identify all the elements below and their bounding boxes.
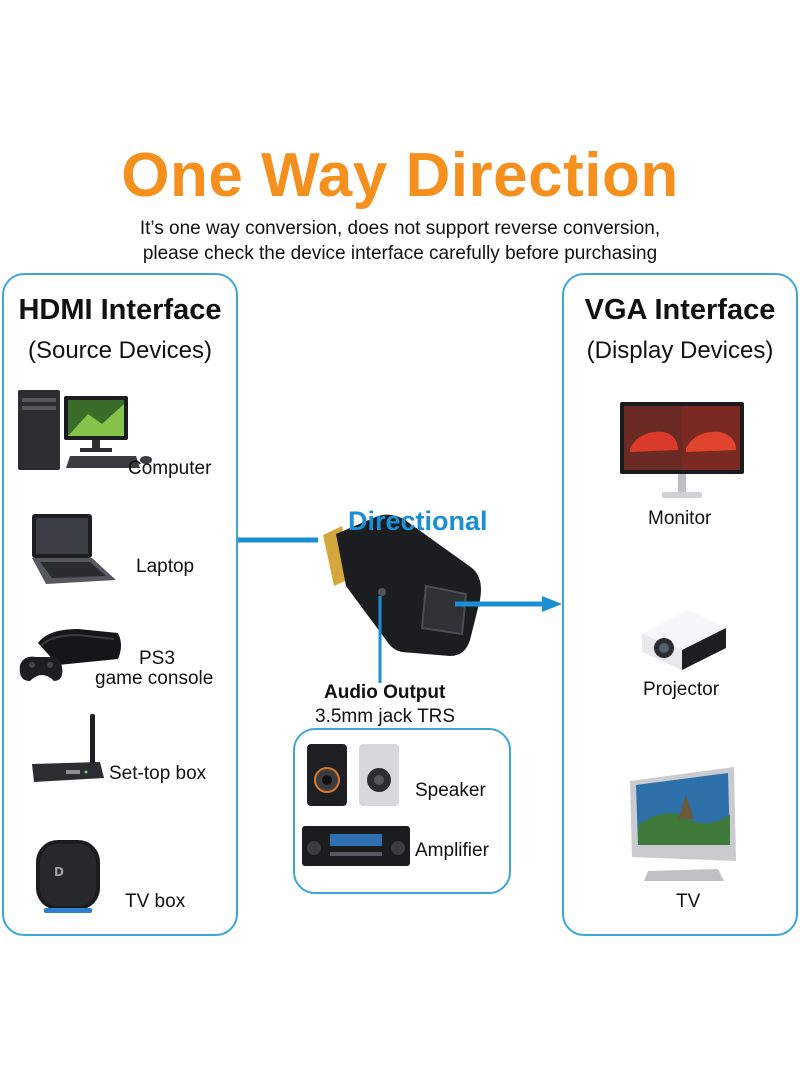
audio-output-subtitle: 3.5mm jack TRS: [315, 706, 456, 727]
vga-panel-subtitle: (Display Devices): [586, 337, 774, 364]
speaker-label: Speaker: [415, 780, 486, 801]
vga-display-panel: [562, 273, 798, 936]
audio-panel: [293, 728, 511, 894]
monitor-icon: [620, 400, 745, 502]
monitor-label: Monitor: [648, 508, 712, 529]
tv-box-icon: D: [34, 838, 104, 916]
set-top-box-icon: [28, 712, 108, 788]
hdmi-panel-subtitle: (Source Devices): [27, 337, 213, 364]
subtitle-line-1: It’s one way conversion, does not suppor…: [139, 218, 661, 239]
projector-label: Projector: [643, 679, 720, 700]
laptop-icon: [24, 512, 119, 587]
laptop-label: Laptop: [136, 556, 195, 577]
set-top-box-label: Set-top box: [109, 763, 207, 784]
tv-label: TV: [676, 891, 701, 912]
directional-label: Directional: [348, 506, 488, 536]
subtitle-line-2: please check the device interface carefu…: [142, 243, 658, 264]
computer-label: Computer: [128, 458, 212, 479]
tv-box-label: TV box: [125, 891, 186, 912]
hdmi-source-panel: [2, 273, 238, 936]
speaker-icon: [303, 742, 403, 808]
projector-icon: [638, 604, 728, 674]
amplifier-label: Amplifier: [415, 840, 489, 861]
ps3-label-line-2: game console: [95, 668, 214, 689]
game-console-icon: [18, 625, 126, 691]
tv-icon: [628, 765, 738, 883]
vga-panel-title: VGA Interface: [584, 294, 776, 326]
output-arrow-head: [542, 596, 562, 612]
ps3-label-line-1: PS3: [139, 648, 175, 669]
hdmi-panel-title: HDMI Interface: [18, 294, 222, 326]
audio-output-title: Audio Output: [324, 682, 446, 703]
svg-text:D: D: [54, 865, 64, 879]
computer-icon: [18, 390, 153, 472]
amplifier-icon: [300, 822, 412, 872]
hdmi-vga-adapter: [323, 514, 481, 656]
main-title: One Way Direction: [121, 141, 679, 210]
